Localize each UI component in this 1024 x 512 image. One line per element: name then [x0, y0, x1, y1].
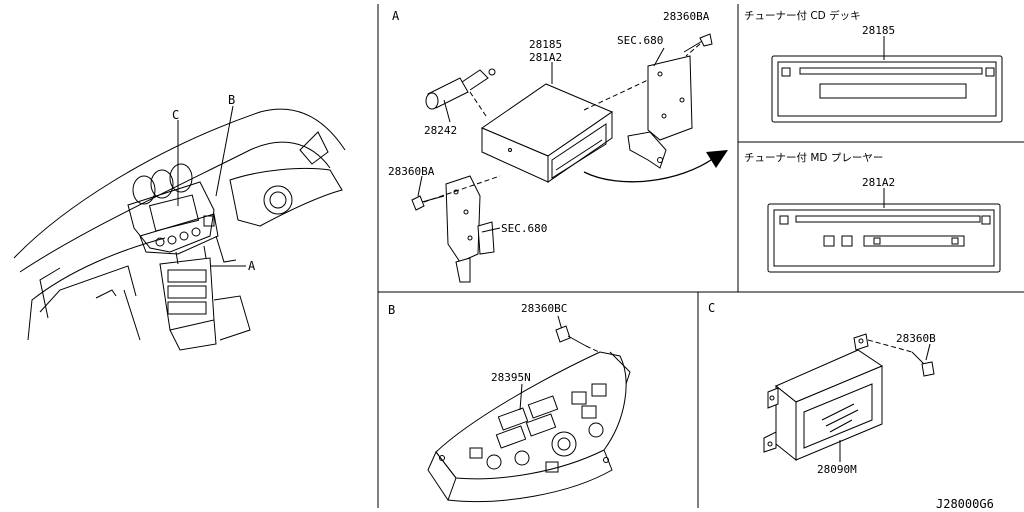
panel-frame [377, 4, 1024, 508]
overview-callout-a: A [248, 259, 256, 273]
md-variant-part: 281A2 [862, 176, 895, 189]
part-281a2-label: 281A2 [529, 51, 562, 64]
part-28395n-label: 28395N [491, 371, 531, 384]
cd-deck-faceplate [771, 55, 1003, 123]
sec680-top-label: SEC.680 [617, 34, 663, 47]
part-28185-label: 28185 [529, 38, 562, 51]
dashboard-overview [13, 105, 346, 351]
screw-28360bc [555, 325, 587, 347]
cd-variant-title: チューナー付 CD デッキ [744, 9, 861, 22]
screw-28360ba-left [411, 195, 445, 211]
part-28360ba-left-label: 28360BA [388, 165, 435, 178]
bracket-right [627, 55, 693, 169]
screw-28360ba-top [683, 33, 713, 53]
sec680-bottom-label: SEC.680 [501, 222, 547, 235]
md-player-faceplate [767, 203, 1001, 273]
md-variant-title: チューナー付 MD プレーヤー [744, 151, 883, 164]
overview-callout-b: B [228, 93, 235, 107]
part-28360ba-top-label: 28360BA [663, 10, 710, 23]
part-28242-label: 28242 [424, 124, 457, 137]
direction-arrow [583, 150, 728, 183]
part-28360bc-label: 28360BC [521, 302, 567, 315]
part-28090m-label: 28090M [817, 463, 857, 476]
section-c-label: C [708, 301, 715, 315]
cd-variant-part: 28185 [862, 24, 895, 37]
control-module-28090m [763, 333, 884, 462]
audio-unit [480, 83, 614, 183]
screw-28360b [911, 351, 935, 377]
antenna-connector [425, 68, 496, 110]
bracket-left [445, 175, 495, 283]
section-a-label: A [392, 9, 400, 23]
center-control-panel [427, 351, 631, 502]
section-b-label: B [388, 303, 395, 317]
diagram-id: J28000G6 [936, 497, 994, 511]
part-28360b-label: 28360B [896, 332, 936, 345]
overview-callout-c: C [172, 108, 179, 122]
